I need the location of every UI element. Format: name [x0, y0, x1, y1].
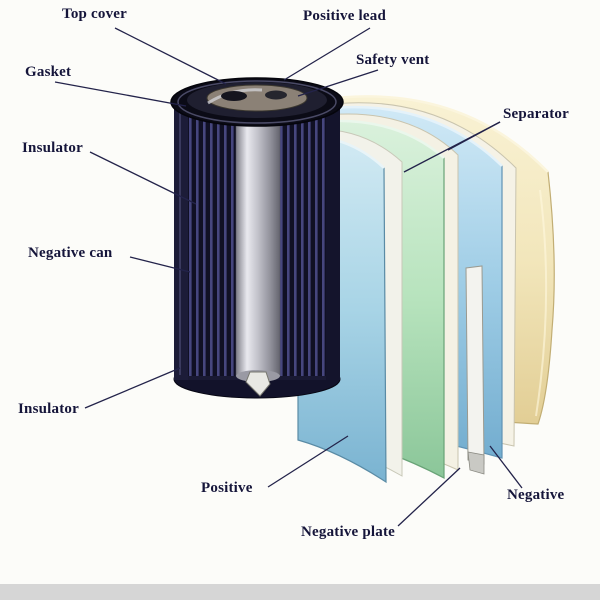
battery-can — [173, 100, 341, 399]
label-insulator-top: Insulator — [22, 140, 83, 156]
center-core — [235, 101, 281, 382]
leader-top-cover — [114, 27, 227, 85]
leader-positive-lead — [283, 27, 371, 81]
label-separator: Separator — [503, 106, 569, 122]
bottom-tab — [245, 371, 271, 397]
negative-plate-strip — [465, 265, 485, 475]
leader-insulator-top — [89, 151, 197, 205]
leader-insulator-bottom — [84, 367, 181, 409]
leader-gasket — [54, 81, 187, 107]
leader-positive — [267, 435, 349, 488]
unrolled-sheets — [297, 95, 555, 484]
label-positive-lead: Positive lead — [303, 8, 387, 24]
label-negative-plate: Negative plate — [301, 524, 396, 540]
label-positive: Positive — [201, 480, 253, 496]
bottom-scan-bar — [0, 584, 600, 600]
leader-negative-can — [129, 256, 191, 273]
top-cap — [170, 77, 344, 127]
label-top-cover: Top cover — [62, 6, 127, 22]
label-negative-can: Negative can — [28, 245, 113, 261]
label-insulator-bottom: Insulator — [18, 401, 79, 417]
safety-vent-part — [221, 91, 247, 101]
positive-lead-part — [265, 90, 287, 100]
leader-lines — [54, 27, 523, 527]
can-wall-right — [326, 100, 340, 380]
leader-negative — [489, 445, 523, 489]
label-gasket: Gasket — [25, 64, 72, 80]
gasket-ring — [177, 80, 337, 124]
label-safety-vent: Safety vent — [356, 52, 430, 68]
leader-safety-vent — [297, 69, 379, 97]
sheet-cream-top-edge — [319, 95, 549, 173]
leader-negative-plate — [397, 467, 461, 527]
sheet-cream-highlight — [535, 189, 548, 417]
label-negative: Negative — [507, 487, 565, 503]
leader-separator-2 — [403, 121, 501, 173]
